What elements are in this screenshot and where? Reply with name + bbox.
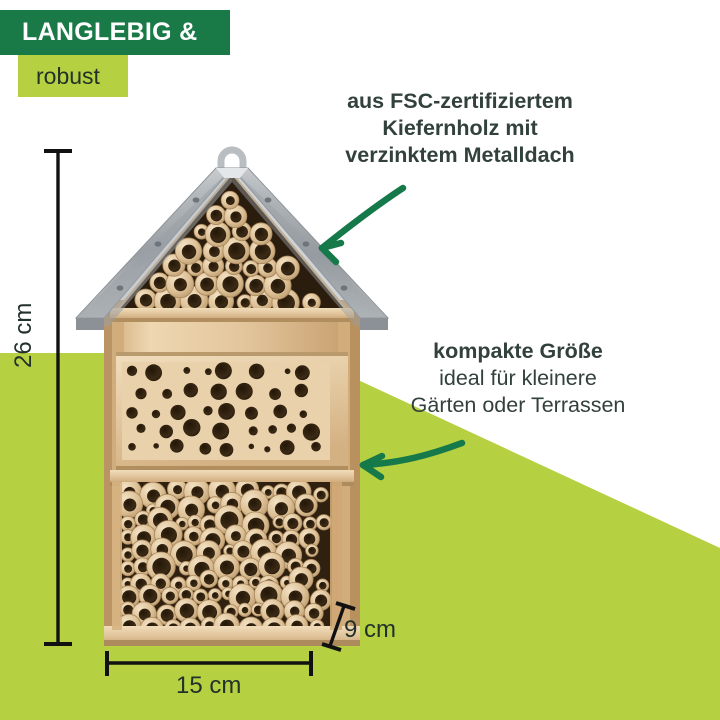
depth-dimension-line [321, 601, 356, 652]
drilled-wood-block-section [116, 352, 348, 471]
bamboo-lower-chamber [120, 482, 332, 630]
callout-arrow-size [359, 439, 466, 481]
callout-roof-line1: aus FSC-zertifiziertem [347, 89, 573, 113]
callout-size-line1: kompakte Größe [433, 339, 603, 363]
width-dimension-label: 15 cm [176, 672, 242, 699]
callout-size-text: kompakte Größe ideal für kleinere Gärten… [358, 338, 678, 419]
badge-primary-label: LANGLEBIG & [22, 18, 198, 46]
height-dimension-label: 26 cm [10, 302, 37, 368]
height-dimension-line [44, 149, 72, 646]
badge-secondary: robust [18, 55, 128, 97]
galvanised-metal-roof [74, 167, 390, 330]
callout-arrow-roof [318, 184, 407, 266]
callout-roof-line2: Kiefernholz mit [382, 116, 538, 141]
badge-secondary-label: robust [36, 62, 100, 89]
callout-roof-line3: verzinktem Metalldach [345, 143, 575, 168]
roof-screws [116, 197, 348, 291]
width-dimension-line [105, 651, 313, 676]
callout-size-line3: Gärten oder Terrassen [410, 393, 626, 418]
depth-dimension-label: 9 cm [344, 616, 397, 643]
callout-roof-text: aus FSC-zertifiziertem Kiefernholz mit v… [300, 88, 620, 169]
callout-size-line2: ideal für kleinere [439, 366, 597, 391]
badge-primary: LANGLEBIG & [0, 10, 230, 55]
